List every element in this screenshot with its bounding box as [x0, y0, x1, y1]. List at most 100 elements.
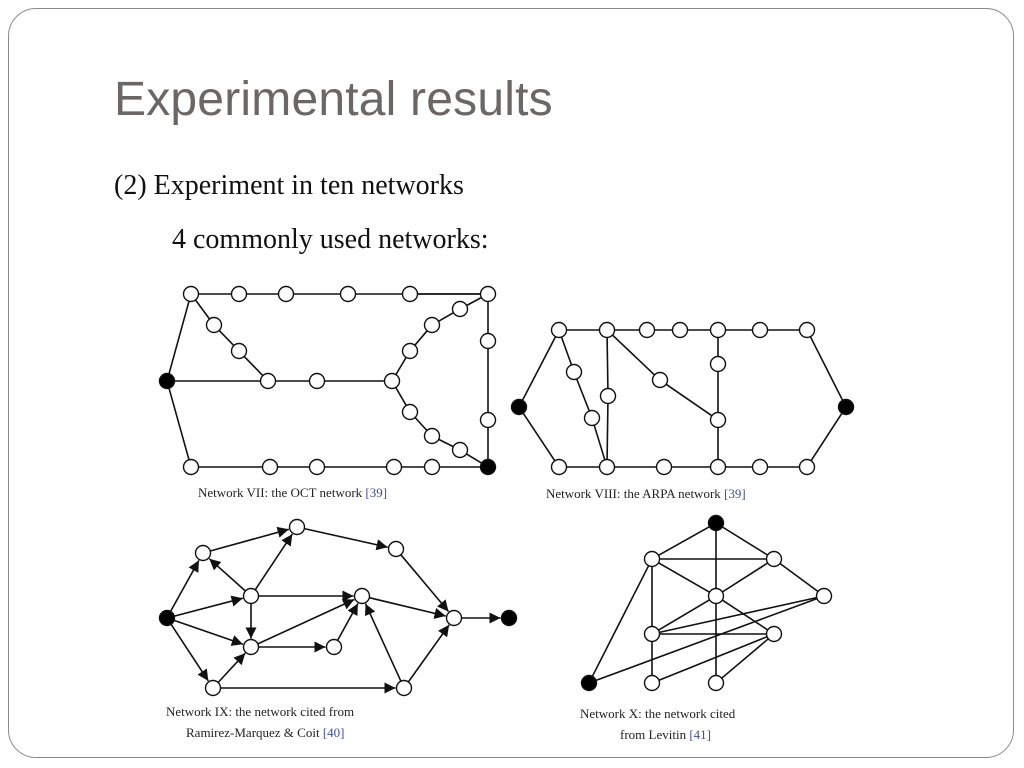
node-viii-a6	[751, 321, 769, 339]
node-vii-P	[401, 403, 419, 421]
node-viii-a7	[798, 321, 816, 339]
node-ix-G	[325, 638, 343, 656]
edge-viii-n3-b2	[606, 403, 609, 460]
caption-ix-line-2: Ramirez-Marquez & Coit [40]	[186, 725, 345, 740]
edge-ix-S-D	[174, 595, 244, 617]
edge-viii-S-b1	[522, 412, 556, 462]
node-viii-a3	[638, 321, 656, 339]
network-ix: Network IX: the network cited fromRamire…	[158, 518, 518, 740]
sub-bullet-networks: 4 commonly used networks:	[172, 224, 489, 255]
edge-x-E-D	[659, 596, 817, 634]
node-ix-A	[194, 544, 212, 562]
node-viii-n1	[565, 363, 583, 381]
node-vii-U	[182, 458, 200, 476]
node-vii-H	[230, 342, 248, 360]
edge-ix-S-F	[173, 619, 244, 646]
node-viii-b6	[798, 458, 816, 476]
node-vii-K	[383, 372, 401, 390]
node-x-B	[765, 550, 783, 568]
node-viii-n4	[651, 371, 669, 389]
node-vii-S	[182, 285, 200, 303]
edge-x-F-G	[658, 636, 768, 681]
edge-viii-n4-n6	[665, 383, 713, 417]
edge-x-B-D	[779, 562, 819, 593]
edge-x-A-C	[658, 562, 710, 593]
node-viii-b1	[550, 458, 568, 476]
citation-ref-vii[interactable]: [39]	[365, 485, 387, 500]
node-x-D	[815, 587, 833, 605]
edge-viii-a2-n3	[606, 337, 609, 389]
node-ix-D	[242, 587, 260, 605]
edge-viii-n2-b2	[593, 424, 606, 461]
node-ix-I	[204, 679, 222, 697]
node-viii-b3	[655, 458, 673, 476]
node-ix-E	[353, 587, 371, 605]
edge-vii-A-S	[168, 300, 190, 375]
edge-ix-S-I	[170, 623, 209, 682]
edge-x-S-D	[595, 597, 818, 682]
node-vii-E	[401, 285, 419, 303]
edge-ix-D-A	[208, 558, 246, 592]
edge-viii-a2-n4	[611, 334, 656, 376]
edge-ix-C-H	[400, 554, 450, 613]
terminal-node-x-S	[580, 674, 598, 692]
node-ix-J	[395, 679, 413, 697]
edge-vii-Q-R	[438, 438, 454, 448]
network-viii: Network VIII: the ARPA network [39]	[510, 321, 855, 501]
node-ix-B	[288, 518, 306, 536]
node-viii-b4	[709, 458, 727, 476]
node-vii-B	[230, 285, 248, 303]
node-x-C	[707, 587, 725, 605]
edge-ix-S-A	[169, 560, 200, 612]
node-viii-n2	[583, 409, 601, 427]
node-vii-L	[401, 342, 419, 360]
citation-ref-x[interactable]: [41]	[689, 727, 711, 742]
edge-vii-H-I	[243, 355, 264, 377]
edge-x-T-A	[658, 526, 710, 556]
node-x-A	[643, 550, 661, 568]
edge-viii-a1-n1	[560, 336, 573, 366]
edge-vii-A-U	[168, 387, 190, 461]
edge-vii-Y-F	[466, 296, 482, 307]
node-ix-H	[445, 609, 463, 627]
edge-viii-b6-T	[810, 412, 843, 462]
node-vii-R	[451, 441, 469, 459]
edge-x-B-C	[721, 562, 769, 593]
edge-ix-F-E	[257, 598, 355, 645]
terminal-node-viii-T	[837, 398, 855, 416]
edge-x-T-B	[721, 526, 769, 556]
edge-ix-J-H	[407, 624, 450, 683]
node-vii-I	[259, 372, 277, 390]
node-vii-W	[308, 458, 326, 476]
node-viii-b5	[751, 458, 769, 476]
terminal-node-vii-A	[158, 372, 176, 390]
node-x-G	[643, 674, 661, 692]
caption-x-line-2: from Levitin [41]	[620, 727, 711, 742]
node-viii-a1	[550, 321, 568, 339]
edge-x-C-E	[657, 599, 711, 631]
caption-ix-line-1: Network IX: the network cited from	[166, 704, 354, 719]
caption-vii-line-1: Network VII: the OCT network [39]	[198, 485, 387, 500]
node-x-E	[643, 625, 661, 643]
edge-ix-E-H	[369, 596, 446, 619]
caption-x-line-1: Network X: the network cited	[580, 706, 736, 721]
caption-viii-line-1: Network VIII: the ARPA network [39]	[546, 486, 746, 501]
node-vii-Y	[451, 300, 469, 318]
edge-vii-M-Y	[438, 312, 454, 322]
edge-ix-A-B	[209, 526, 290, 552]
node-vii-N	[479, 332, 497, 350]
edge-ix-J-E	[364, 603, 402, 682]
node-vii-Q	[423, 427, 441, 445]
node-vii-X	[385, 458, 403, 476]
network-vii: Network VII: the OCT network [39]	[158, 285, 497, 500]
edge-vii-P-Q	[414, 416, 428, 432]
node-viii-a4	[671, 321, 689, 339]
node-x-F	[765, 625, 783, 643]
edge-viii-a7-T	[809, 336, 844, 401]
terminal-node-x-T	[707, 514, 725, 532]
citation-ref-ix[interactable]: [40]	[323, 725, 345, 740]
node-viii-a2	[598, 321, 616, 339]
edge-vii-L-M	[414, 330, 428, 346]
node-vii-D	[339, 285, 357, 303]
citation-ref-viii[interactable]: [39]	[724, 486, 746, 501]
